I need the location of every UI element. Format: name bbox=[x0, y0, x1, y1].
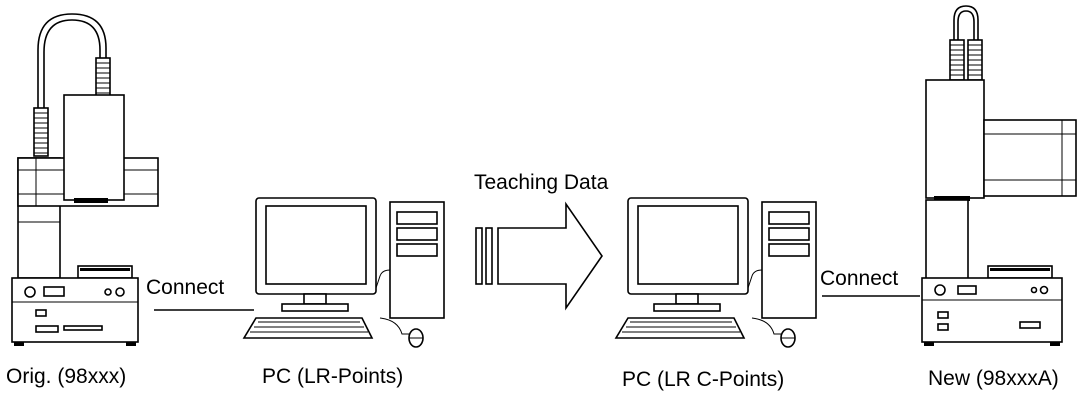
cable-spring-right bbox=[95, 57, 111, 99]
cable-spring-left bbox=[33, 107, 49, 157]
connect-label-right: Connect bbox=[820, 267, 899, 290]
teaching-data-label: Teaching Data bbox=[474, 171, 609, 194]
pc-left-icon bbox=[242, 197, 445, 348]
connect-label-left: Connect bbox=[146, 276, 225, 299]
orig-robot-icon bbox=[11, 13, 159, 346]
new-robot-icon bbox=[921, 5, 1077, 346]
new-robot-label: New (98xxxA) bbox=[928, 367, 1059, 390]
orig-robot-label: Orig. (98xxx) bbox=[6, 365, 127, 388]
pc-right-label: PC (LR C-Points) bbox=[622, 368, 785, 391]
pc-right-icon bbox=[614, 197, 817, 348]
transfer-arrow-icon bbox=[475, 201, 603, 311]
pc-left-label: PC (LR-Points) bbox=[262, 365, 404, 388]
cable-spring-top bbox=[949, 39, 983, 81]
